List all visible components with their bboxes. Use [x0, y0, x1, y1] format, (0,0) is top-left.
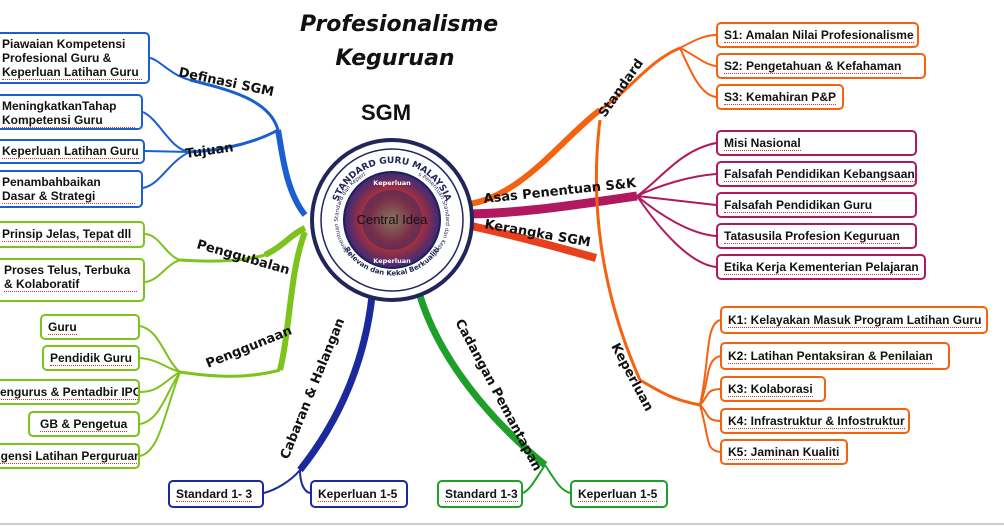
- title-line-1: Profesionalisme: [300, 12, 499, 37]
- cabaran-box-2: Keperluan 1-5: [310, 480, 408, 508]
- cadangan-box-2: Keperluan 1-5: [570, 480, 668, 508]
- keperluan-text-4: K4: Infrastruktur & Infostruktur: [728, 413, 905, 429]
- tujuan-text-1: MeningkatkanTahap Kompetensi Guru: [2, 99, 135, 128]
- tujuan-box-2: Keperluan Latihan Guru: [0, 139, 145, 164]
- branch-label-penggubalan: Penggubalan: [195, 237, 291, 278]
- cadangan-box-1: Standard 1-3: [437, 480, 523, 508]
- penggubalan-box-1: Prinsip Jelas, Tepat dll: [0, 221, 145, 248]
- branch-label-standard: Standard: [596, 56, 647, 120]
- penggunaan-text-5: Agensi Latihan Perguruan: [0, 449, 138, 464]
- penggunaan-text-3: Pengurus & Pentadbir IPG: [0, 385, 138, 400]
- sgm-label: SGM: [361, 100, 412, 125]
- title-line-2: Keguruan: [335, 46, 455, 71]
- asas-text-3: Falsafah Pendidikan Guru: [724, 197, 873, 213]
- keperluan-box-3: K3: Kolaborasi: [720, 376, 826, 402]
- cabaran-text-1: Standard 1- 3: [176, 486, 253, 502]
- central-idea-overlay: Central Idea: [357, 212, 429, 227]
- penggunaan-box-3: Pengurus & Pentadbir IPG: [0, 379, 140, 405]
- penggunaan-text-1: Guru: [48, 319, 77, 335]
- keperluan-box-2: K2: Latihan Pentaksiran & Penilaian: [720, 342, 950, 370]
- asas-box-3: Falsafah Pendidikan Guru: [716, 192, 917, 218]
- keperluan-text-1: K1: Kelayakan Masuk Program Latihan Guru: [728, 312, 982, 328]
- penggunaan-text-4: GB & Pengetua: [40, 416, 128, 432]
- tujuan-box-3: Penambahbaikan Dasar & Strategi: [0, 170, 143, 208]
- penggunaan-box-2: Pendidik Guru: [42, 345, 140, 371]
- emblem-inner-bottom: Keperluan: [373, 257, 411, 265]
- standard-box-3: S3: Kemahiran P&P: [716, 84, 844, 110]
- branch-label-cadangan: Cadangan Pemantapan: [451, 317, 544, 474]
- definasi-box: Piawaian Kompetensi Profesional Guru & K…: [0, 32, 150, 84]
- standard-text-2: S2: Pengetahuan & Kefahaman: [724, 58, 902, 74]
- tujuan-text-3: Penambahbaikan Dasar & Strategi: [2, 175, 135, 204]
- tujuan-text-2: Keperluan Latihan Guru: [2, 144, 139, 159]
- penggubalan-text-2: Proses Telus, Terbuka & Kolaboratif: [4, 263, 137, 292]
- keperluan-box-5: K5: Jaminan Kualiti: [720, 439, 848, 465]
- asas-box-5: Etika Kerja Kementerian Pelajaran: [716, 254, 926, 280]
- asas-text-4: Tatasusila Profesion Keguruan: [724, 228, 900, 244]
- asas-text-1: Misi Nasional: [724, 135, 801, 151]
- keperluan-text-5: K5: Jaminan Kualiti: [728, 444, 840, 460]
- standard-text-3: S3: Kemahiran P&P: [724, 89, 837, 105]
- asas-box-2: Falsafah Pendidikan Kebangsaan: [716, 161, 917, 187]
- cabaran-box-1: Standard 1- 3: [168, 480, 264, 508]
- branch-label-definasi: Definasi SGM: [177, 65, 275, 100]
- asas-box-4: Tatasusila Profesion Keguruan: [716, 223, 917, 249]
- keperluan-text-3: K3: Kolaborasi: [728, 381, 813, 397]
- emblem-inner-top: Keperluan: [373, 179, 411, 187]
- branch-label-keperluan: Keperluan: [607, 341, 655, 414]
- keperluan-text-2: K2: Latihan Pentaksiran & Penilaian: [728, 348, 933, 364]
- keperluan-box-4: K4: Infrastruktur & Infostruktur: [720, 408, 910, 434]
- cabaran-text-2: Keperluan 1-5: [318, 486, 398, 502]
- penggunaan-box-1: Guru: [40, 314, 140, 340]
- standard-box-1: S1: Amalan Nilai Profesionalisme: [716, 22, 919, 48]
- penggubalan-box-2: Proses Telus, Terbuka & Kolaboratif: [0, 258, 145, 302]
- penggunaan-text-2: Pendidik Guru: [50, 350, 133, 366]
- penggunaan-box-5: Agensi Latihan Perguruan: [0, 443, 140, 469]
- cadangan-text-2: Keperluan 1-5: [578, 486, 658, 502]
- standard-box-2: S2: Pengetahuan & Kefahaman: [716, 53, 926, 79]
- keperluan-box-1: K1: Kelayakan Masuk Program Latihan Guru: [720, 306, 988, 334]
- cadangan-text-1: Standard 1-3: [445, 486, 518, 502]
- standard-text-1: S1: Amalan Nilai Profesionalisme: [724, 27, 914, 43]
- sgm-emblem: STANDARD GURU MALAYSIA Relevan dan Kekal…: [307, 135, 474, 302]
- tujuan-box-1: MeningkatkanTahap Kompetensi Guru: [0, 94, 143, 130]
- asas-box-1: Misi Nasional: [716, 130, 917, 156]
- asas-text-2: Falsafah Pendidikan Kebangsaan: [724, 166, 915, 182]
- penggunaan-box-4: GB & Pengetua: [28, 411, 140, 437]
- branch-label-tujuan: Tujuan: [184, 140, 234, 162]
- definasi-text: Piawaian Kompetensi Profesional Guru & K…: [2, 37, 142, 80]
- asas-text-5: Etika Kerja Kementerian Pelajaran: [724, 259, 919, 275]
- penggubalan-text-1: Prinsip Jelas, Tepat dll: [2, 227, 132, 242]
